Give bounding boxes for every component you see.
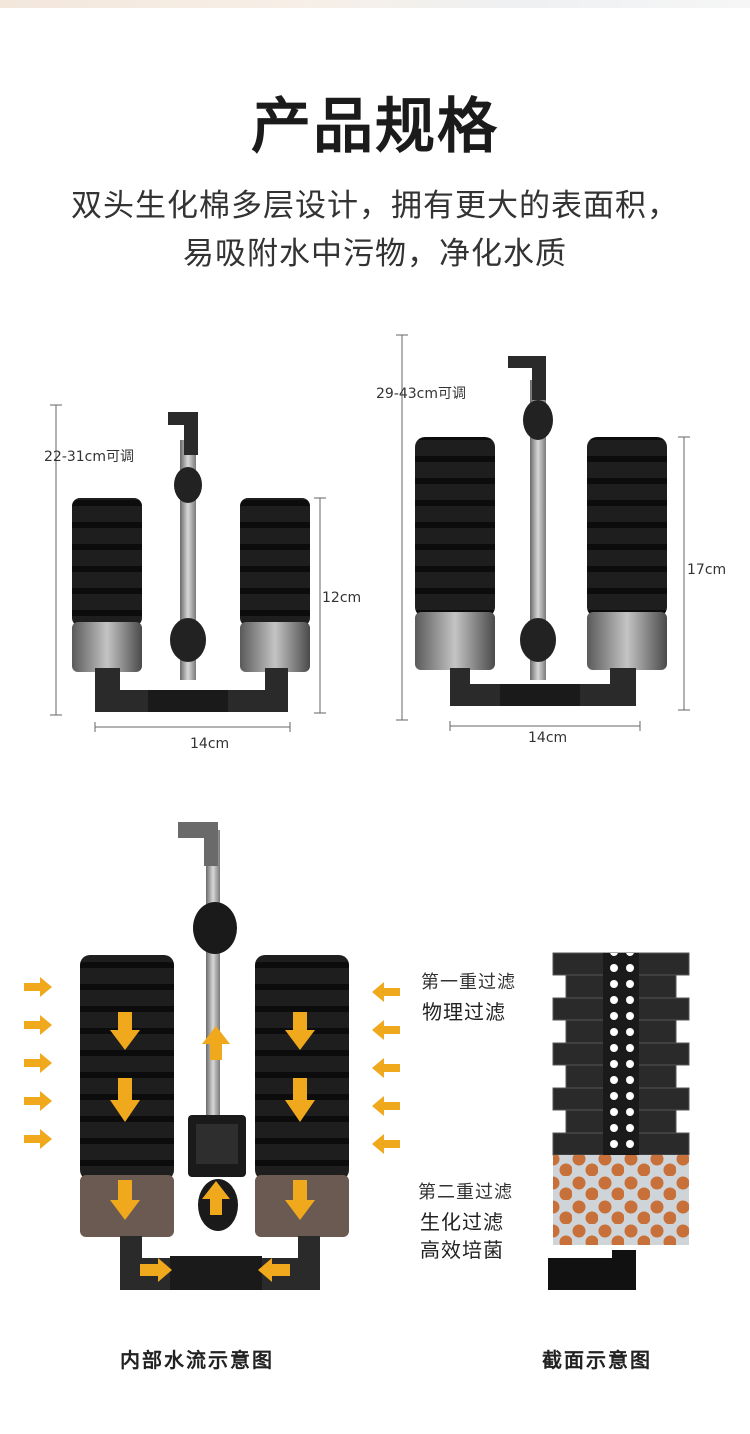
stage2-desc-line2: 高效培菌 — [420, 1238, 504, 1262]
flow-diagram-caption: 内部水流示意图 — [120, 1348, 274, 1372]
water-flow-diagram — [24, 822, 400, 1290]
stage1-desc: 物理过滤 — [422, 1000, 506, 1024]
small-height-label: 22-31cm可调 — [44, 449, 135, 465]
section-diagram-caption: 截面示意图 — [542, 1348, 652, 1372]
subtitle-line-2: 易吸附水中污物，净化水质 — [183, 236, 567, 272]
flow-arrows — [24, 977, 400, 1282]
cross-section-diagram — [548, 952, 690, 1290]
large-height-label: 29-43cm可调 — [376, 386, 467, 402]
stage1-title: 第一重过滤 — [421, 972, 516, 993]
page-title: 产品规格 — [251, 92, 499, 162]
stage2-desc-line1: 生化过滤 — [420, 1210, 504, 1234]
small-filter-image — [50, 404, 326, 732]
small-sponge-height-label: 12cm — [322, 590, 362, 606]
large-width-label: 14cm — [528, 730, 568, 746]
small-width-label: 14cm — [190, 736, 230, 752]
subtitle-line-1: 双头生化棉多层设计，拥有更大的表面积， — [71, 188, 679, 224]
large-sponge-height-label: 17cm — [687, 562, 727, 578]
top-banner-strip — [0, 0, 750, 8]
large-filter-image — [396, 334, 690, 731]
stage2-title: 第二重过滤 — [418, 1182, 513, 1203]
